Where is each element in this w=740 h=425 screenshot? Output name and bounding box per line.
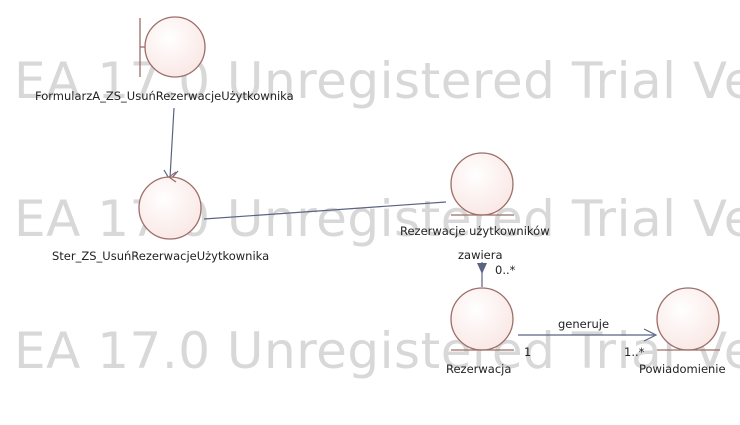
multiplicity-contains: 0..* xyxy=(495,263,516,277)
control-shape[interactable] xyxy=(138,171,202,240)
entity-shape-notification[interactable] xyxy=(656,287,720,351)
boundary-shape[interactable] xyxy=(139,16,206,78)
watermark-text-3: EA 17.0 Unregistered Trial Version xyxy=(14,322,740,380)
entity-label-notification: Powiadomienie xyxy=(639,362,726,376)
control-label: Ster_ZS_UsuńRezerwacjeUżytkownika xyxy=(52,249,270,263)
boundary-label: FormularzA_ZS_UsuńRezerwacjeUżytkownika xyxy=(35,89,294,103)
watermark-text-1: EA 17.0 Unregistered Trial Version xyxy=(14,52,740,110)
contains-direction-triangle xyxy=(477,263,487,274)
entity-label-reservations-users: Rezerwacje użytkowników xyxy=(400,224,550,238)
entity-shape-reservations-users[interactable] xyxy=(450,152,514,216)
connector-label-contains: zawiera xyxy=(458,248,503,262)
entity-label-reservation: Rezerwacja xyxy=(446,362,512,376)
multiplicity-generates-target: 1..* xyxy=(624,345,645,359)
connector-label-generates: generuje xyxy=(558,317,610,331)
connector-boundary-control[interactable] xyxy=(169,107,175,179)
multiplicity-generates-source: 1 xyxy=(524,345,532,359)
watermark-text-2: EA 17.0 Unregistered Trial Version xyxy=(14,190,740,248)
entity-shape-reservation[interactable] xyxy=(450,287,514,351)
connector-arrowhead-open-2 xyxy=(643,328,658,342)
connector-control-entity[interactable] xyxy=(203,201,447,220)
